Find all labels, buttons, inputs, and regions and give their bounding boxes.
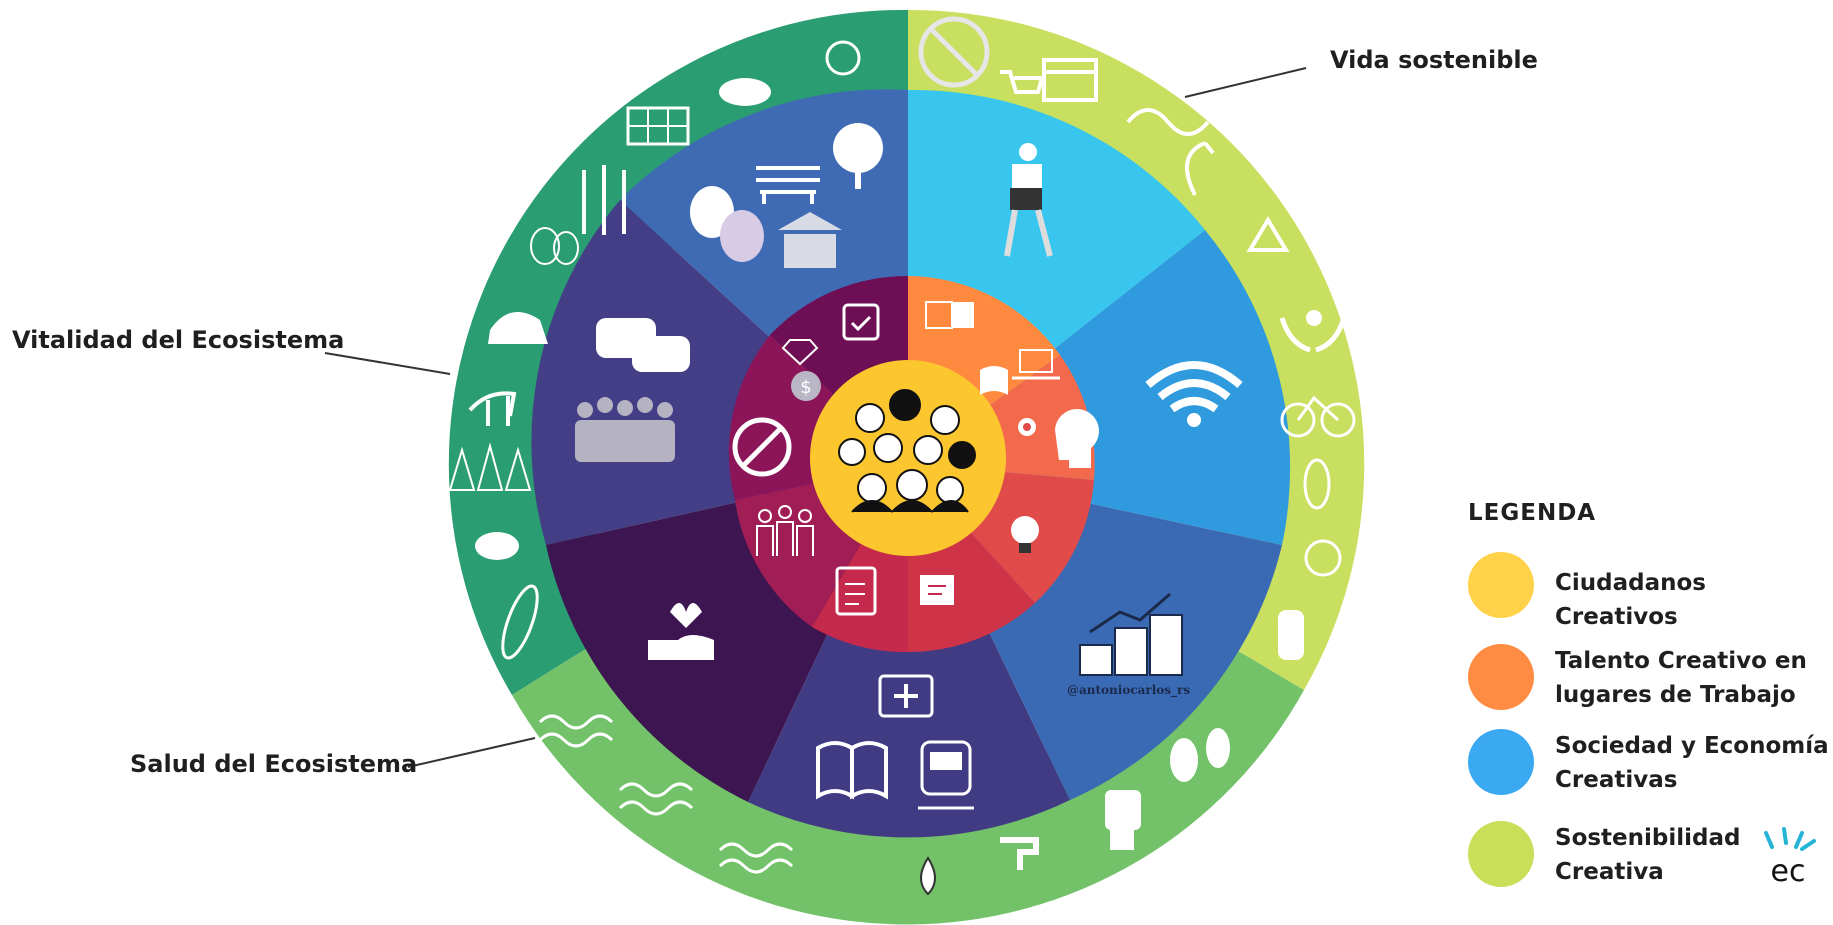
legend-swatch bbox=[1468, 552, 1534, 618]
legend-label: Talento Creativo en lugares de Trabajo bbox=[1555, 644, 1807, 712]
charity-hand-icon bbox=[648, 603, 714, 660]
faucet-icon bbox=[1000, 837, 1039, 870]
deer-icon bbox=[468, 391, 517, 426]
first-aid-kit-icon bbox=[878, 674, 934, 718]
no-sleep-icon bbox=[732, 417, 792, 477]
apple-icon bbox=[1304, 539, 1342, 577]
notepad-icon bbox=[835, 566, 877, 616]
logo-text: ec bbox=[1771, 854, 1806, 885]
gear-icon bbox=[1018, 418, 1036, 436]
train-icon bbox=[918, 740, 974, 810]
bottle-icon bbox=[1278, 610, 1304, 660]
solar-panel-icon bbox=[626, 106, 690, 146]
legend-label-line: Creativas bbox=[1555, 767, 1678, 793]
store-icon bbox=[1042, 58, 1098, 102]
puzzle-icon bbox=[925, 301, 974, 329]
calendar-icon bbox=[842, 303, 880, 341]
legend-label-line: Creativa bbox=[1555, 859, 1664, 885]
leaf-drops-icon bbox=[1170, 728, 1230, 782]
pine-forest-icon bbox=[448, 442, 532, 491]
fish-icon bbox=[501, 584, 539, 660]
cart-icon bbox=[1000, 70, 1045, 94]
legend-item-sostenibilidad: Sostenibilidad Creativa bbox=[1468, 821, 1833, 891]
cloud-icon bbox=[719, 78, 771, 106]
head-idea-icon bbox=[1055, 409, 1099, 468]
sun-icon bbox=[825, 40, 861, 76]
dancer-icon bbox=[1004, 143, 1053, 257]
tree-icon bbox=[833, 123, 883, 189]
no-bottle-icon bbox=[918, 16, 990, 88]
legend-swatch bbox=[1468, 729, 1534, 795]
lion-icon bbox=[488, 312, 548, 344]
people-group-icon bbox=[838, 389, 976, 513]
legend-label-line: Ciudadanos Creativos bbox=[1555, 570, 1706, 630]
outer-ring-salud bbox=[512, 620, 1304, 925]
birds-icon bbox=[530, 227, 579, 265]
bicycle-icon bbox=[1280, 395, 1356, 438]
author-credit: @antoniocarlos_rs bbox=[1067, 683, 1191, 697]
community-icon bbox=[756, 505, 814, 556]
papers-icon bbox=[920, 575, 954, 605]
callout-vida-sostenible: Vida sostenible bbox=[1330, 46, 1538, 74]
legend-label: Sostenibilidad Creativa bbox=[1555, 821, 1740, 889]
diamond-icon bbox=[781, 339, 819, 366]
kiwi-bird-icon bbox=[475, 532, 519, 560]
speech-bubbles-icon bbox=[596, 318, 690, 372]
growth-arrow-icon bbox=[1185, 141, 1215, 196]
theater-masks-icon bbox=[690, 186, 764, 262]
open-book-icon bbox=[816, 741, 888, 800]
crowd-icon bbox=[575, 397, 675, 462]
legend-label-line: lugares de Trabajo bbox=[1555, 682, 1796, 708]
bench-icon bbox=[756, 166, 820, 204]
museum-icon bbox=[778, 212, 842, 268]
recycle-icon bbox=[1246, 216, 1290, 252]
legend-label-line: Sociedad y Economía bbox=[1555, 733, 1829, 759]
wifi-icon bbox=[1145, 361, 1243, 427]
legend-swatch bbox=[1468, 821, 1534, 887]
hands-plant-icon bbox=[1279, 310, 1347, 353]
legend-label-line: Sostenibilidad bbox=[1555, 825, 1741, 851]
coins-growth-icon bbox=[1079, 592, 1183, 676]
laptop-reading-icon bbox=[980, 349, 1060, 395]
wheat-icon bbox=[582, 165, 626, 235]
water-drops-icon bbox=[920, 856, 936, 896]
callout-vitalidad-ecosistema: Vitalidad del Ecosistema bbox=[12, 326, 345, 354]
legend-title: LEGENDA bbox=[1468, 500, 1597, 526]
infinity-icon bbox=[1126, 108, 1210, 136]
legend-swatch bbox=[1468, 644, 1534, 710]
svg-text:$: $ bbox=[800, 377, 811, 398]
lightbulb-icon bbox=[1011, 516, 1039, 553]
legend-item-sociedad: Sociedad y Economía Creativas bbox=[1468, 729, 1833, 799]
callout-salud-ecosistema: Salud del Ecosistema bbox=[130, 750, 418, 778]
legend-item-talento: Talento Creativo en lugares de Trabajo bbox=[1468, 644, 1833, 714]
waves-icon bbox=[538, 714, 794, 874]
legend-item-ciudadanos: Ciudadanos Creativos bbox=[1468, 552, 1833, 630]
legend-label: Sociedad y Economía Creativas bbox=[1555, 729, 1829, 797]
money-icon: $ bbox=[791, 371, 821, 401]
legend-label: Ciudadanos Creativos bbox=[1555, 566, 1833, 634]
legend-label-line: Talento Creativo en bbox=[1555, 648, 1807, 674]
ec-logo: ec bbox=[1764, 827, 1816, 885]
toilet-icon bbox=[1105, 790, 1141, 850]
corn-icon bbox=[1303, 458, 1331, 510]
